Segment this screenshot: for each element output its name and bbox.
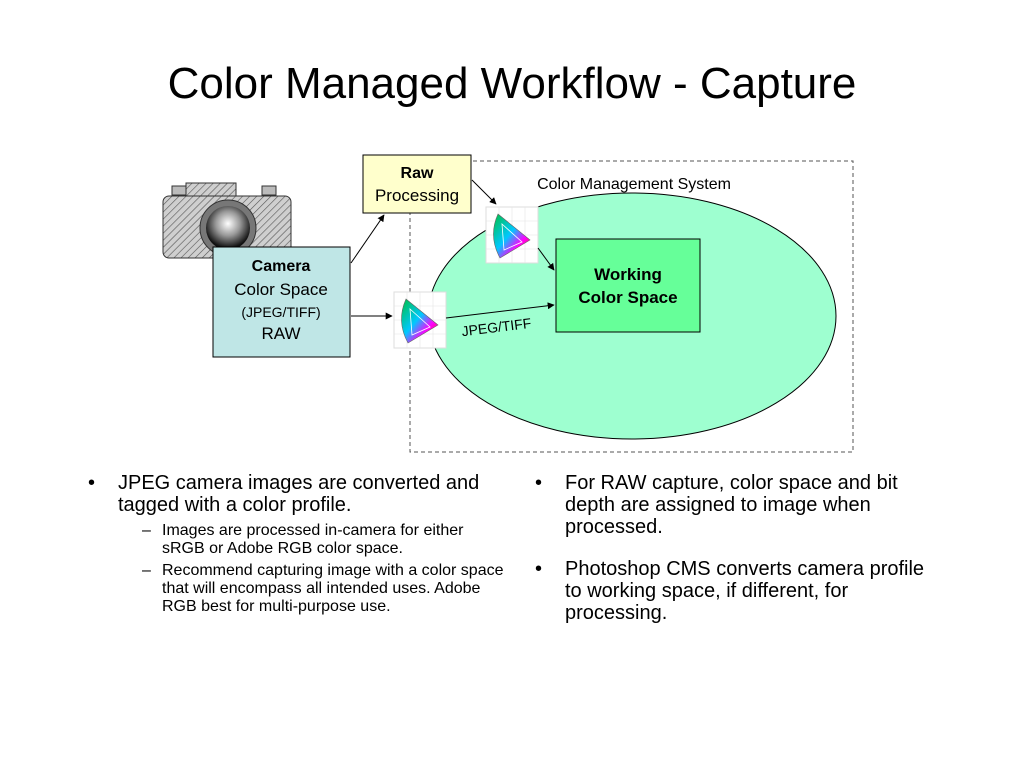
raw-processing-box xyxy=(362,154,472,214)
left-bullet-column: JPEG camera images are converted and tag… xyxy=(75,472,505,620)
right-bullet-column: For RAW capture, color space and bit dep… xyxy=(522,472,942,644)
working-color-space-box xyxy=(555,238,701,333)
camera-box-line3: (JPEG/TIFF) xyxy=(241,304,320,320)
sub-bullet-item: Images are processed in-camera for eithe… xyxy=(118,522,505,558)
slide-title: Color Managed Workflow - Capture xyxy=(167,59,857,108)
arrow-gamut-to-working xyxy=(537,247,555,271)
bullet-text: JPEG camera images are converted and tag… xyxy=(118,472,480,516)
raw-box-line1: Raw xyxy=(401,165,434,182)
camera-box-line4: RAW xyxy=(261,324,300,343)
working-box-line1: Working xyxy=(594,265,662,284)
sub-bullet-item: Recommend capturing image with a color s… xyxy=(118,562,505,616)
color-gamut-icon xyxy=(393,291,447,349)
camera-color-space-box xyxy=(212,246,351,358)
bullet-item: For RAW capture, color space and bit dep… xyxy=(522,472,942,538)
cms-region xyxy=(409,160,854,453)
workflow-diagram: Color Management System Raw Processing C… xyxy=(162,154,854,453)
bullet-item: JPEG camera images are converted and tag… xyxy=(75,472,505,616)
arrow-jpeg-to-working xyxy=(445,302,555,319)
arrow-camera-to-raw xyxy=(350,214,385,264)
arrow-raw-to-gamut xyxy=(471,179,497,205)
raw-box-line2: Processing xyxy=(375,186,459,205)
working-box-line2: Color Space xyxy=(578,288,677,307)
camera-box-line1: Camera xyxy=(252,258,311,275)
camera-box-line2: Color Space xyxy=(234,280,328,299)
color-gamut-icon xyxy=(485,206,539,264)
camera-icon xyxy=(162,182,292,259)
bullet-item: Photoshop CMS converts camera profile to… xyxy=(522,558,942,624)
cms-label: Color Management System xyxy=(537,176,731,193)
